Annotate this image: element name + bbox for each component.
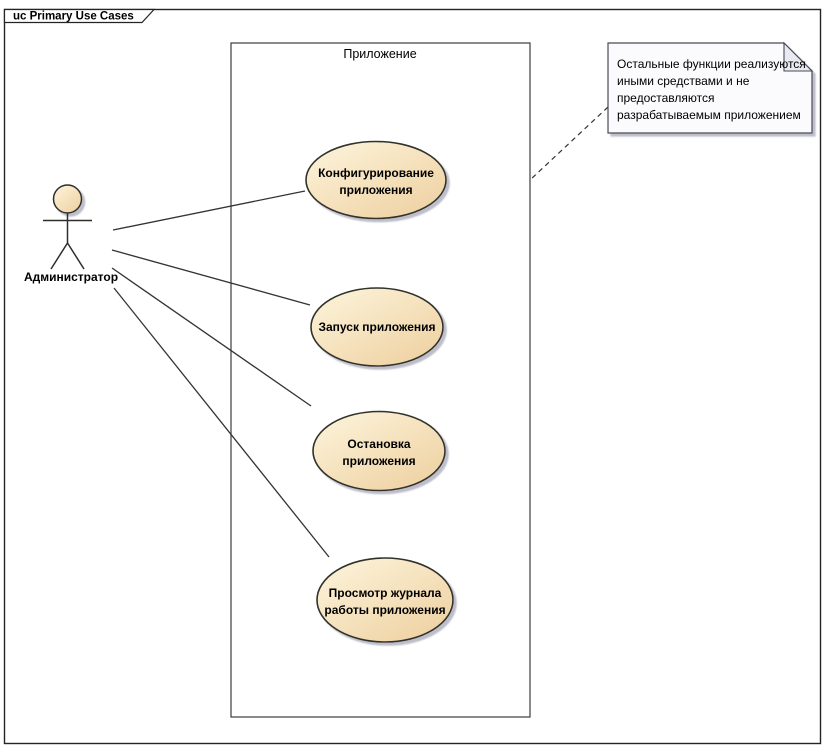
usecase-start-app-ellipse[interactable] bbox=[310, 287, 444, 367]
usecase-label: Остановка bbox=[347, 437, 411, 451]
frame-title: uc Primary Use Cases bbox=[13, 11, 134, 23]
note-line: предоставляются bbox=[617, 91, 715, 105]
system-boundary-label: Приложение bbox=[343, 47, 416, 61]
usecase-stop-app-ellipse[interactable] bbox=[312, 410, 446, 492]
usecase-configure-app-ellipse[interactable] bbox=[305, 140, 447, 220]
note-line: иными средствами и не bbox=[617, 74, 750, 88]
note-line: разрабатываемым приложением bbox=[617, 108, 801, 122]
note-shape[interactable] bbox=[607, 42, 813, 134]
association-stop[interactable] bbox=[111, 267, 312, 407]
note[interactable]: Остальные функции реализуются иными сред… bbox=[607, 41, 814, 134]
note-line: Остальные функции реализуются bbox=[617, 57, 806, 71]
usecase-view-log[interactable]: Просмотр журнала работы приложения bbox=[316, 557, 454, 643]
usecase-view-log-ellipse[interactable] bbox=[316, 557, 454, 643]
actor-label: Администратор bbox=[24, 270, 118, 284]
usecase-start-app[interactable]: Запуск приложения bbox=[310, 287, 444, 367]
note-fold-icon bbox=[783, 41, 814, 72]
usecase-label: приложения bbox=[342, 454, 415, 468]
actor-head[interactable] bbox=[52, 184, 83, 214]
usecase-stop-app[interactable]: Остановка приложения bbox=[312, 410, 446, 492]
actor-leg-right bbox=[66, 242, 85, 270]
usecase-label: Конфигурирование bbox=[318, 166, 434, 180]
usecase-label: работы приложения bbox=[324, 603, 445, 617]
association-configure[interactable] bbox=[112, 190, 306, 231]
association-view-log[interactable] bbox=[113, 287, 330, 558]
frame-title-tab bbox=[3, 8, 156, 24]
usecase-label: приложения bbox=[339, 183, 412, 197]
usecase-label: Просмотр журнала bbox=[329, 586, 442, 600]
association-start[interactable] bbox=[111, 249, 311, 306]
usecase-label: Запуск приложения bbox=[318, 320, 435, 334]
actor-administrator[interactable]: Администратор bbox=[24, 184, 118, 284]
actor-leg-left bbox=[50, 242, 69, 270]
usecase-configure-app[interactable]: Конфигурирование приложения bbox=[305, 140, 447, 220]
